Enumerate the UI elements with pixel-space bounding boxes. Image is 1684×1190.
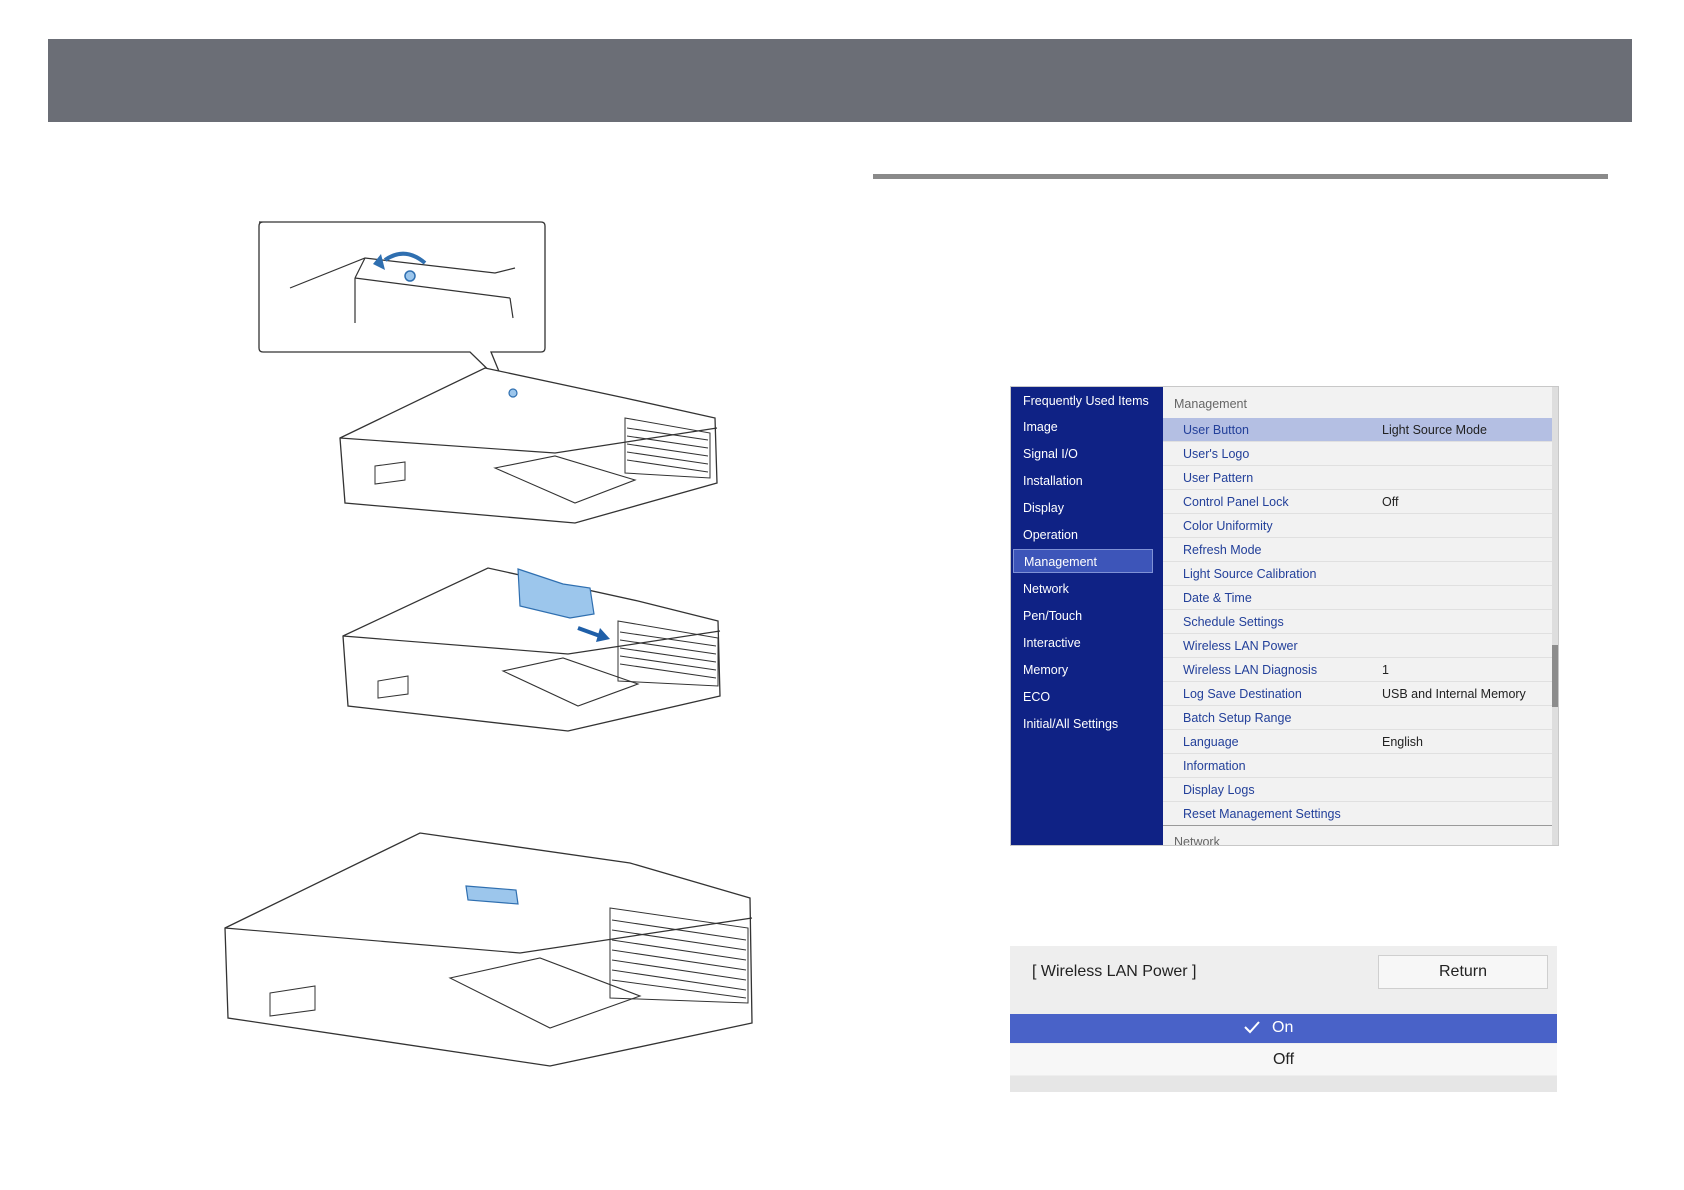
projector-illustration-1 (255, 218, 735, 528)
menu-row-log-save-destination[interactable]: Log Save Destination USB and Internal Mem… (1163, 682, 1552, 706)
menu-row-user-button[interactable]: User Button Light Source Mode (1163, 418, 1552, 442)
header-bar (48, 39, 1632, 122)
dialog-title: [ Wireless LAN Power ] (1032, 963, 1197, 980)
menu-row-color-uniformity[interactable]: Color Uniformity (1163, 514, 1552, 538)
menu-sidebar: Frequently Used Items Image Signal I/O I… (1011, 387, 1163, 845)
menu-item-eco[interactable]: ECO (1023, 690, 1051, 704)
row-value: Off (1382, 495, 1399, 509)
menu-row-user-pattern[interactable]: User Pattern (1163, 466, 1552, 490)
row-label: Wireless LAN Diagnosis (1183, 663, 1318, 677)
scrollbar-thumb[interactable] (1552, 645, 1558, 707)
row-label: Display Logs (1183, 783, 1255, 797)
menu-row-date-time[interactable]: Date & Time (1163, 586, 1552, 610)
menu-item-management[interactable]: Management (1013, 549, 1153, 573)
row-label: Control Panel Lock (1183, 495, 1289, 509)
row-label: Wireless LAN Power (1183, 639, 1298, 653)
menu-row-information[interactable]: Information (1163, 754, 1552, 778)
menu-item-signal-io[interactable]: Signal I/O (1023, 447, 1078, 461)
row-value: USB and Internal Memory (1382, 687, 1526, 701)
row-label: Batch Setup Range (1183, 711, 1292, 725)
menu-row-schedule-settings[interactable]: Schedule Settings (1163, 610, 1552, 634)
menu-item-network[interactable]: Network (1023, 582, 1069, 596)
menu-item-pen-touch[interactable]: Pen/Touch (1023, 609, 1083, 623)
row-value: Light Source Mode (1382, 423, 1487, 437)
menu-scrollbar[interactable] (1552, 387, 1558, 845)
menu-row-reset-management-settings[interactable]: Reset Management Settings (1163, 802, 1552, 826)
row-label: Log Save Destination (1183, 687, 1302, 701)
row-label: Color Uniformity (1183, 519, 1273, 533)
next-section-title: Network (1174, 835, 1220, 846)
menu-item-frequently-used[interactable]: Frequently Used Items (1023, 394, 1149, 408)
menu-row-refresh-mode[interactable]: Refresh Mode (1163, 538, 1552, 562)
row-label: Schedule Settings (1183, 615, 1284, 629)
option-on-label: On (1272, 1019, 1294, 1036)
option-on[interactable]: On (1010, 1014, 1557, 1043)
menu-row-language[interactable]: Language English (1163, 730, 1552, 754)
row-label: User Pattern (1183, 471, 1254, 485)
projector-illustration-2 (338, 566, 723, 736)
row-value: 1 (1382, 663, 1389, 677)
menu-item-operation[interactable]: Operation (1023, 528, 1078, 542)
menu-row-batch-setup-range[interactable]: Batch Setup Range (1163, 706, 1552, 730)
row-label: Light Source Calibration (1183, 567, 1317, 581)
checkmark-icon (1243, 1019, 1261, 1040)
row-value: English (1382, 735, 1423, 749)
menu-row-users-logo[interactable]: User's Logo (1163, 442, 1552, 466)
menu-row-light-source-calibration[interactable]: Light Source Calibration (1163, 562, 1552, 586)
row-label: User's Logo (1183, 447, 1250, 461)
row-label: Date & Time (1183, 591, 1252, 605)
row-label: Reset Management Settings (1183, 807, 1341, 821)
wireless-lan-power-dialog: [ Wireless LAN Power ] Return On Off (1010, 946, 1557, 1092)
row-label: Language (1183, 735, 1239, 749)
row-label: User Button (1183, 423, 1250, 437)
row-label: Information (1183, 759, 1246, 773)
dialog-footer (1010, 1076, 1557, 1092)
menu-row-wireless-lan-power[interactable]: Wireless LAN Power (1163, 634, 1552, 658)
menu-row-display-logs[interactable]: Display Logs (1163, 778, 1552, 802)
menu-item-display[interactable]: Display (1023, 501, 1064, 515)
section-rule (873, 174, 1608, 179)
menu-item-memory[interactable]: Memory (1023, 663, 1069, 677)
return-button[interactable]: Return (1378, 955, 1548, 989)
projector-illustration-3 (220, 828, 758, 1068)
menu-row-control-panel-lock[interactable]: Control Panel Lock Off (1163, 490, 1552, 514)
menu-row-wireless-lan-diagnosis[interactable]: Wireless LAN Diagnosis 1 (1163, 658, 1552, 682)
menu-item-image[interactable]: Image (1023, 420, 1058, 434)
menu-item-interactive[interactable]: Interactive (1023, 636, 1081, 650)
management-menu-screenshot: Frequently Used Items Image Signal I/O I… (1010, 386, 1559, 846)
row-label: Refresh Mode (1183, 543, 1262, 557)
section-title: Management (1174, 397, 1247, 411)
menu-item-initial-all-settings[interactable]: Initial/All Settings (1023, 717, 1119, 731)
option-off[interactable]: Off (1010, 1044, 1557, 1075)
menu-item-installation[interactable]: Installation (1023, 474, 1083, 488)
